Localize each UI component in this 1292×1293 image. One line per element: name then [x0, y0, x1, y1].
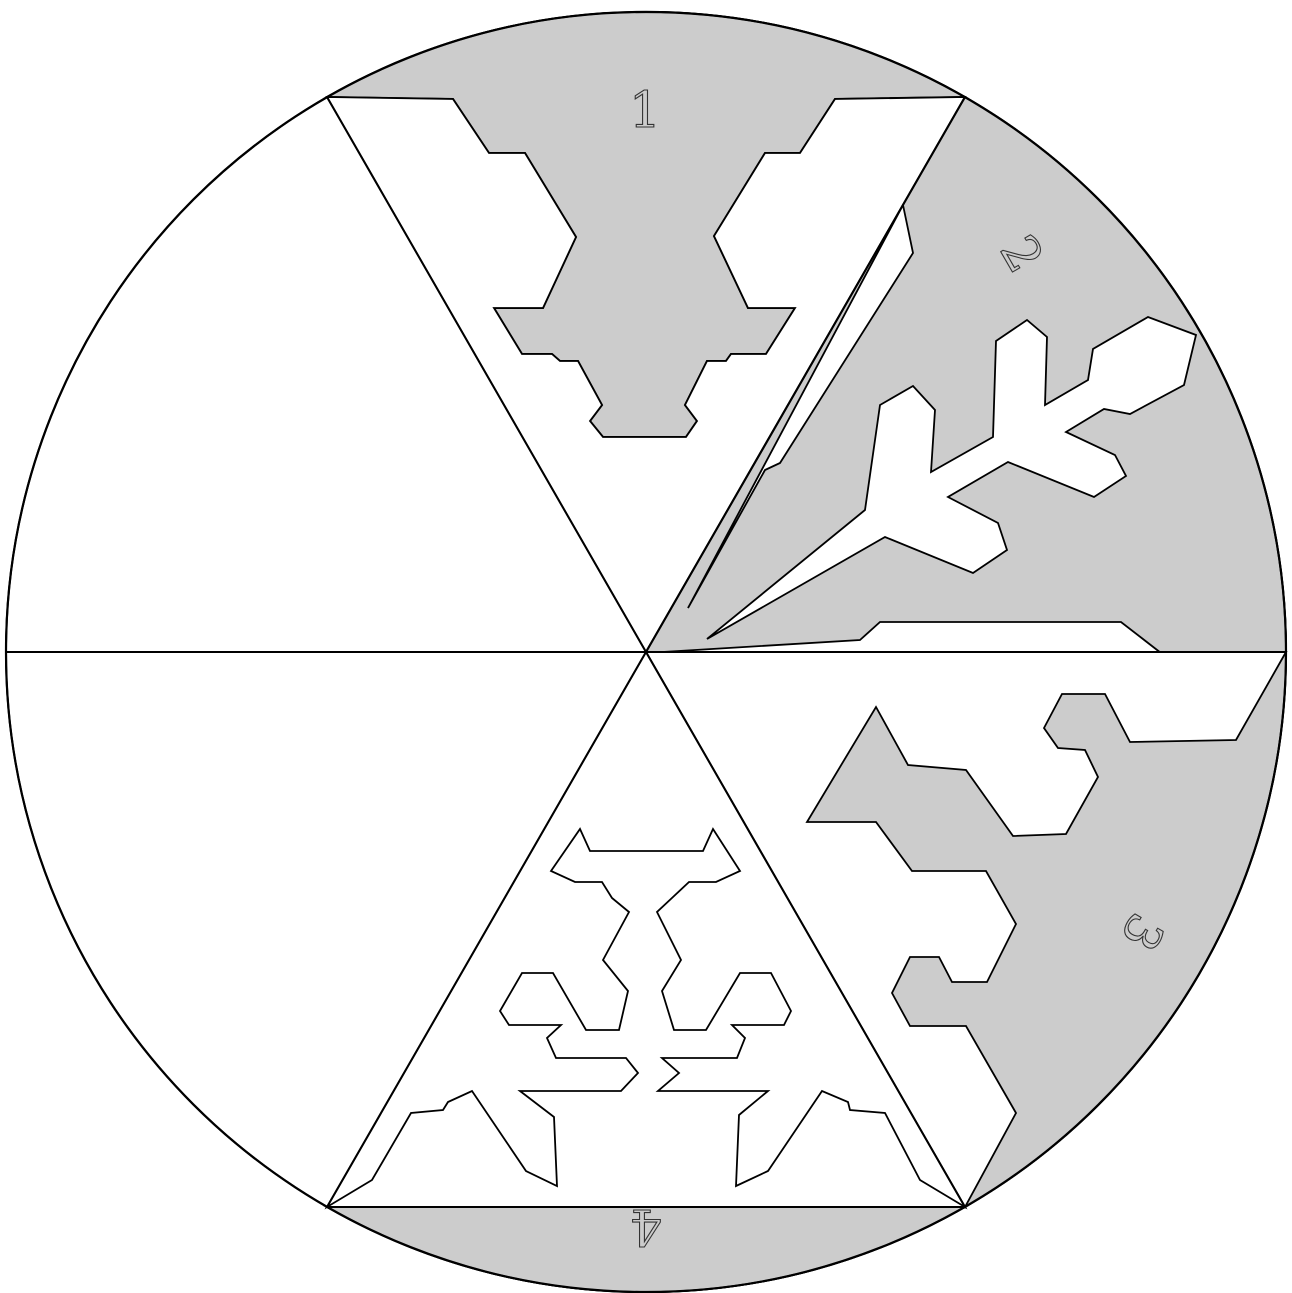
- segment-4-label: 4: [630, 1198, 662, 1256]
- segment-1-label: 1: [629, 81, 661, 139]
